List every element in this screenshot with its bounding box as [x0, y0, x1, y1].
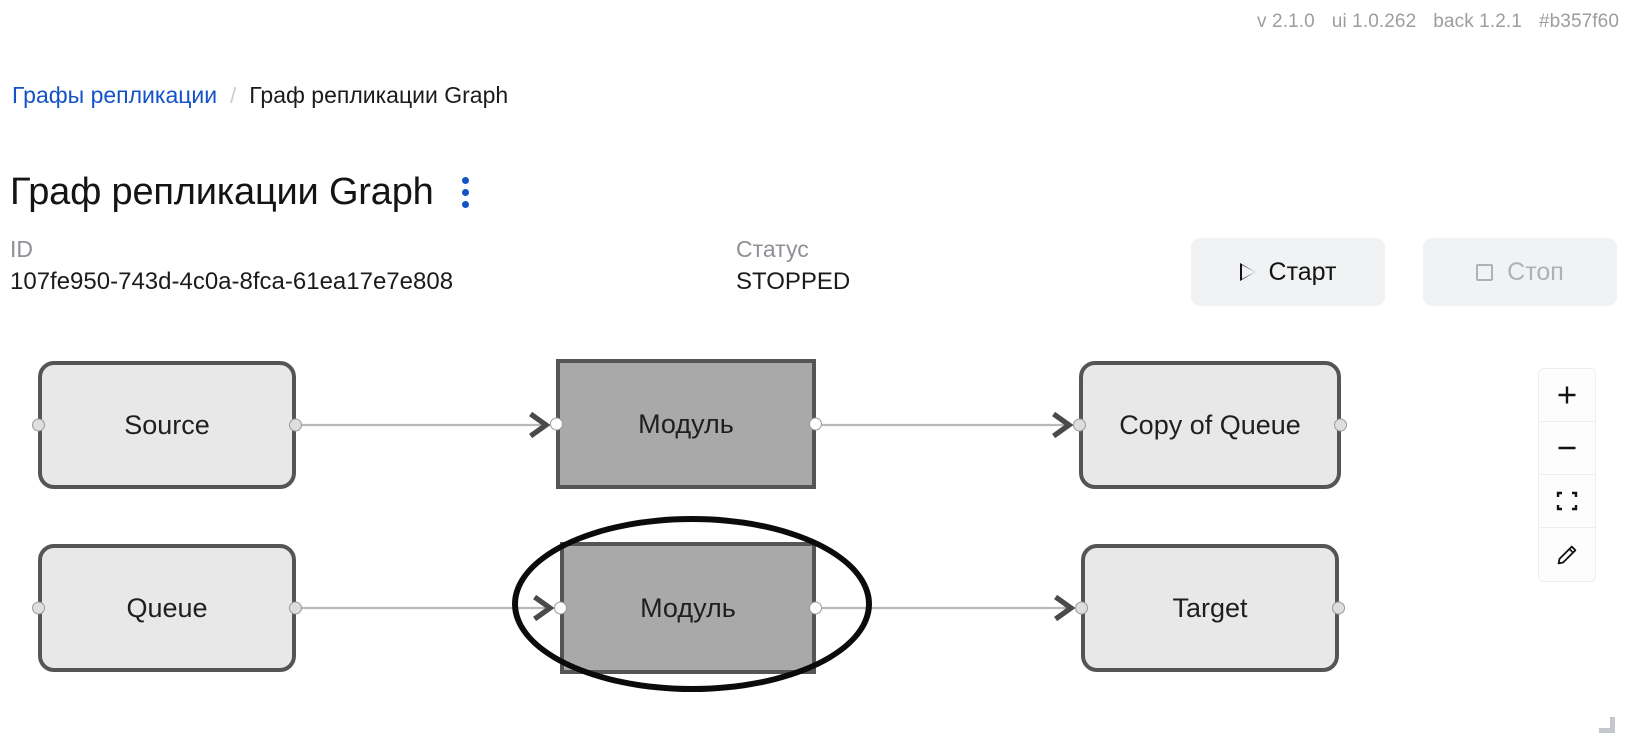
- graph-controls-panel: [1539, 369, 1595, 581]
- play-icon: [1239, 263, 1255, 281]
- status-badge: STOPPED: [736, 268, 851, 295]
- stop-button-label: Стоп: [1507, 257, 1564, 286]
- fit-view-icon: [1556, 491, 1578, 511]
- graph-node-module-top[interactable]: Модуль: [550, 359, 822, 489]
- node-handle-right[interactable]: [289, 418, 302, 432]
- breadcrumb-link-replication-graphs[interactable]: Графы репликации: [12, 82, 218, 108]
- pencil-icon: [1557, 545, 1577, 564]
- meta-field-id: ID 107fe950-743d-4c0a-8fca-61ea17e7e808: [10, 233, 700, 299]
- graph-edges-layer: [296, 411, 1076, 622]
- id-value: 107fe950-743d-4c0a-8fca-61ea17e7e808: [10, 268, 454, 295]
- id-label: ID: [10, 236, 33, 262]
- graph-node-target[interactable]: Target: [1075, 544, 1345, 672]
- node-handle-right[interactable]: [1332, 601, 1345, 615]
- version-bar: v 2.1.0 ui 1.0.262 back 1.2.1 #b357f60: [1257, 11, 1619, 33]
- kebab-menu-icon[interactable]: [456, 173, 475, 212]
- zoom-out-button[interactable]: [1539, 422, 1595, 475]
- breadcrumb-separator: /: [230, 83, 237, 108]
- kebab-dot: [461, 177, 469, 185]
- stop-square-icon: [1476, 263, 1494, 281]
- graph-node-label: Модуль: [638, 408, 734, 439]
- stop-button[interactable]: Стоп: [1423, 238, 1617, 306]
- zoom-in-button[interactable]: [1539, 369, 1595, 422]
- node-handle-left[interactable]: [32, 418, 45, 432]
- kebab-dot: [461, 189, 469, 197]
- graph-node-copy-of-queue[interactable]: Copy of Queue: [1073, 361, 1347, 489]
- build-hash: #b357f60: [1538, 11, 1619, 32]
- graph-node-label: Модуль: [640, 592, 736, 623]
- minus-icon: [1558, 446, 1576, 450]
- node-handle-left[interactable]: [550, 417, 563, 431]
- start-button-label: Старт: [1268, 257, 1337, 286]
- app-version: v 2.1.0: [1257, 11, 1315, 32]
- graph-canvas[interactable]: Source Модуль Copy of Queue Queue Модуль…: [0, 336, 1637, 743]
- graph-node-module-bottom[interactable]: Модуль: [554, 542, 822, 674]
- node-handle-right[interactable]: [809, 601, 822, 615]
- back-version: back 1.2.1: [1433, 11, 1522, 32]
- ui-version: ui 1.0.262: [1331, 11, 1417, 32]
- page-title: Граф репликации Graph: [10, 171, 434, 214]
- breadcrumb-current: Граф репликации Graph: [249, 82, 509, 108]
- plus-icon: [1558, 386, 1576, 404]
- meta-row: ID 107fe950-743d-4c0a-8fca-61ea17e7e808 …: [10, 233, 850, 299]
- node-handle-left[interactable]: [1073, 418, 1086, 432]
- graph-node-label: Copy of Queue: [1119, 409, 1301, 440]
- node-handle-left[interactable]: [32, 601, 45, 615]
- graph-node-label: Queue: [126, 592, 208, 623]
- canvas-resize-handle[interactable]: [1599, 717, 1615, 733]
- action-buttons: Старт Стоп: [1191, 238, 1617, 306]
- status-label: Статус: [736, 236, 809, 262]
- node-handle-left[interactable]: [554, 601, 567, 615]
- kebab-dot: [461, 201, 469, 209]
- node-handle-right[interactable]: [1334, 418, 1347, 432]
- graph-node-label: Source: [124, 409, 210, 440]
- graph-node-source[interactable]: Source: [32, 361, 302, 489]
- fit-view-button[interactable]: [1539, 475, 1595, 528]
- start-button[interactable]: Старт: [1191, 238, 1385, 306]
- graph-node-label: Target: [1172, 592, 1248, 623]
- node-handle-left[interactable]: [1075, 601, 1088, 615]
- meta-field-status: Статус STOPPED: [736, 233, 850, 299]
- title-row: Граф репликации Graph: [10, 146, 475, 240]
- toggle-interactivity-button[interactable]: [1539, 528, 1595, 581]
- node-handle-right[interactable]: [809, 417, 822, 431]
- graph-node-queue[interactable]: Queue: [32, 544, 302, 672]
- breadcrumb: Графы репликации / Граф репликации Graph: [12, 82, 508, 109]
- node-handle-right[interactable]: [289, 601, 302, 615]
